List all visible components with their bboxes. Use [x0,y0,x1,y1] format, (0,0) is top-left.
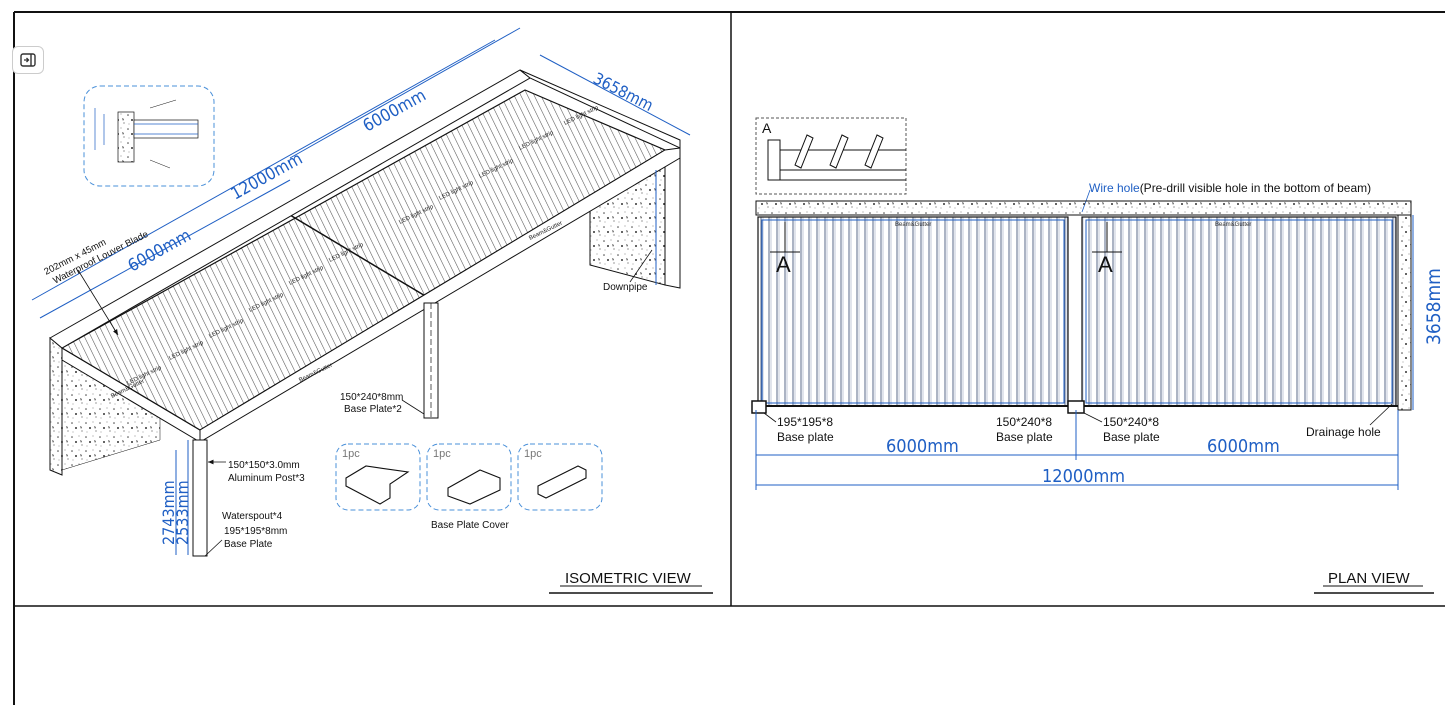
plan-section-marks: A A [770,222,1122,277]
svg-text:Beam&Gutter: Beam&Gutter [895,222,931,228]
plan-louvers-right [1081,216,1397,407]
iso-dim-12000: 12000mm [228,149,306,205]
iso-dim-line-6000-top [289,27,521,159]
iso-dim-line-6000-left [39,179,291,319]
toggle-panel-button[interactable] [12,46,44,74]
svg-text:1pc: 1pc [524,448,542,460]
iso-left-end-wall [49,336,63,476]
plan-top-beam [755,200,1412,216]
plan-right-wall [1397,214,1412,411]
iso-aluminum-post-label: 150*150*3.0mm Aluminum Post*3 [228,460,305,484]
svg-text:1pc: 1pc [433,448,451,460]
svg-text:A: A [762,120,772,136]
plan-base-plate-left: 195*195*8 Base plate [777,415,836,444]
plan-section-detail: A [755,117,907,195]
iso-waterspout-label: Waterspout*4 [222,511,283,522]
iso-base-plate-label: 195*195*8mm Base Plate [224,526,290,550]
sidebar-expand-icon [20,53,36,67]
plan-post-left [751,400,767,414]
plan-view: A Wire hole(Pre-drill visible hole in th… [751,117,1445,594]
svg-text:Beam&Gutter: Beam&Gutter [1215,222,1251,228]
plan-louvers-left [757,216,1069,407]
isometric-view: LED light strip LED light strip LED ligh… [31,27,713,594]
plan-dim-12000: 12000mm [1042,466,1125,487]
iso-base-plate-2-label: 150*240*8mm Base Plate*2 [340,392,406,415]
svg-text:A: A [776,252,791,277]
svg-text:1pc: 1pc [342,448,360,460]
iso-dim-2533: 2533mm [173,480,192,545]
iso-dim-line-3658 [539,54,691,136]
iso-base-plate-covers: 1pc 1pc 1pc Base Plate Cover [335,443,603,531]
iso-base-plate-cover-label: Base Plate Cover [431,520,509,531]
plan-base-plate-right: 150*240*8 Base plate [1103,415,1162,444]
iso-dim-line-12000 [31,39,496,301]
plan-drainage-hole: Drainage hole [1306,425,1381,439]
iso-right-beam [519,69,681,149]
iso-downpipe-label: Downpipe [603,282,648,293]
iso-dim-2743: 2743mm [159,480,178,545]
svg-text:A: A [1098,252,1113,277]
iso-concrete-face-left [61,359,161,471]
plan-dim-6000-right: 6000mm [1207,436,1280,457]
iso-detail-cloud [83,85,215,187]
iso-middle-beam [289,214,433,301]
plan-dim-6000-left: 6000mm [886,436,959,457]
iso-title: ISOMETRIC VIEW [565,570,692,587]
plan-title: PLAN VIEW [1328,570,1411,587]
iso-right-post [664,147,681,289]
plan-dim-3658: 3658mm [1423,268,1445,345]
plan-base-plate-middle: 150*240*8 Base plate [996,415,1055,444]
plan-wire-hole-label: Wire hole(Pre-drill visible hole in the … [1089,181,1371,195]
sheet-frame [13,11,1445,705]
iso-corner-post [192,439,208,557]
